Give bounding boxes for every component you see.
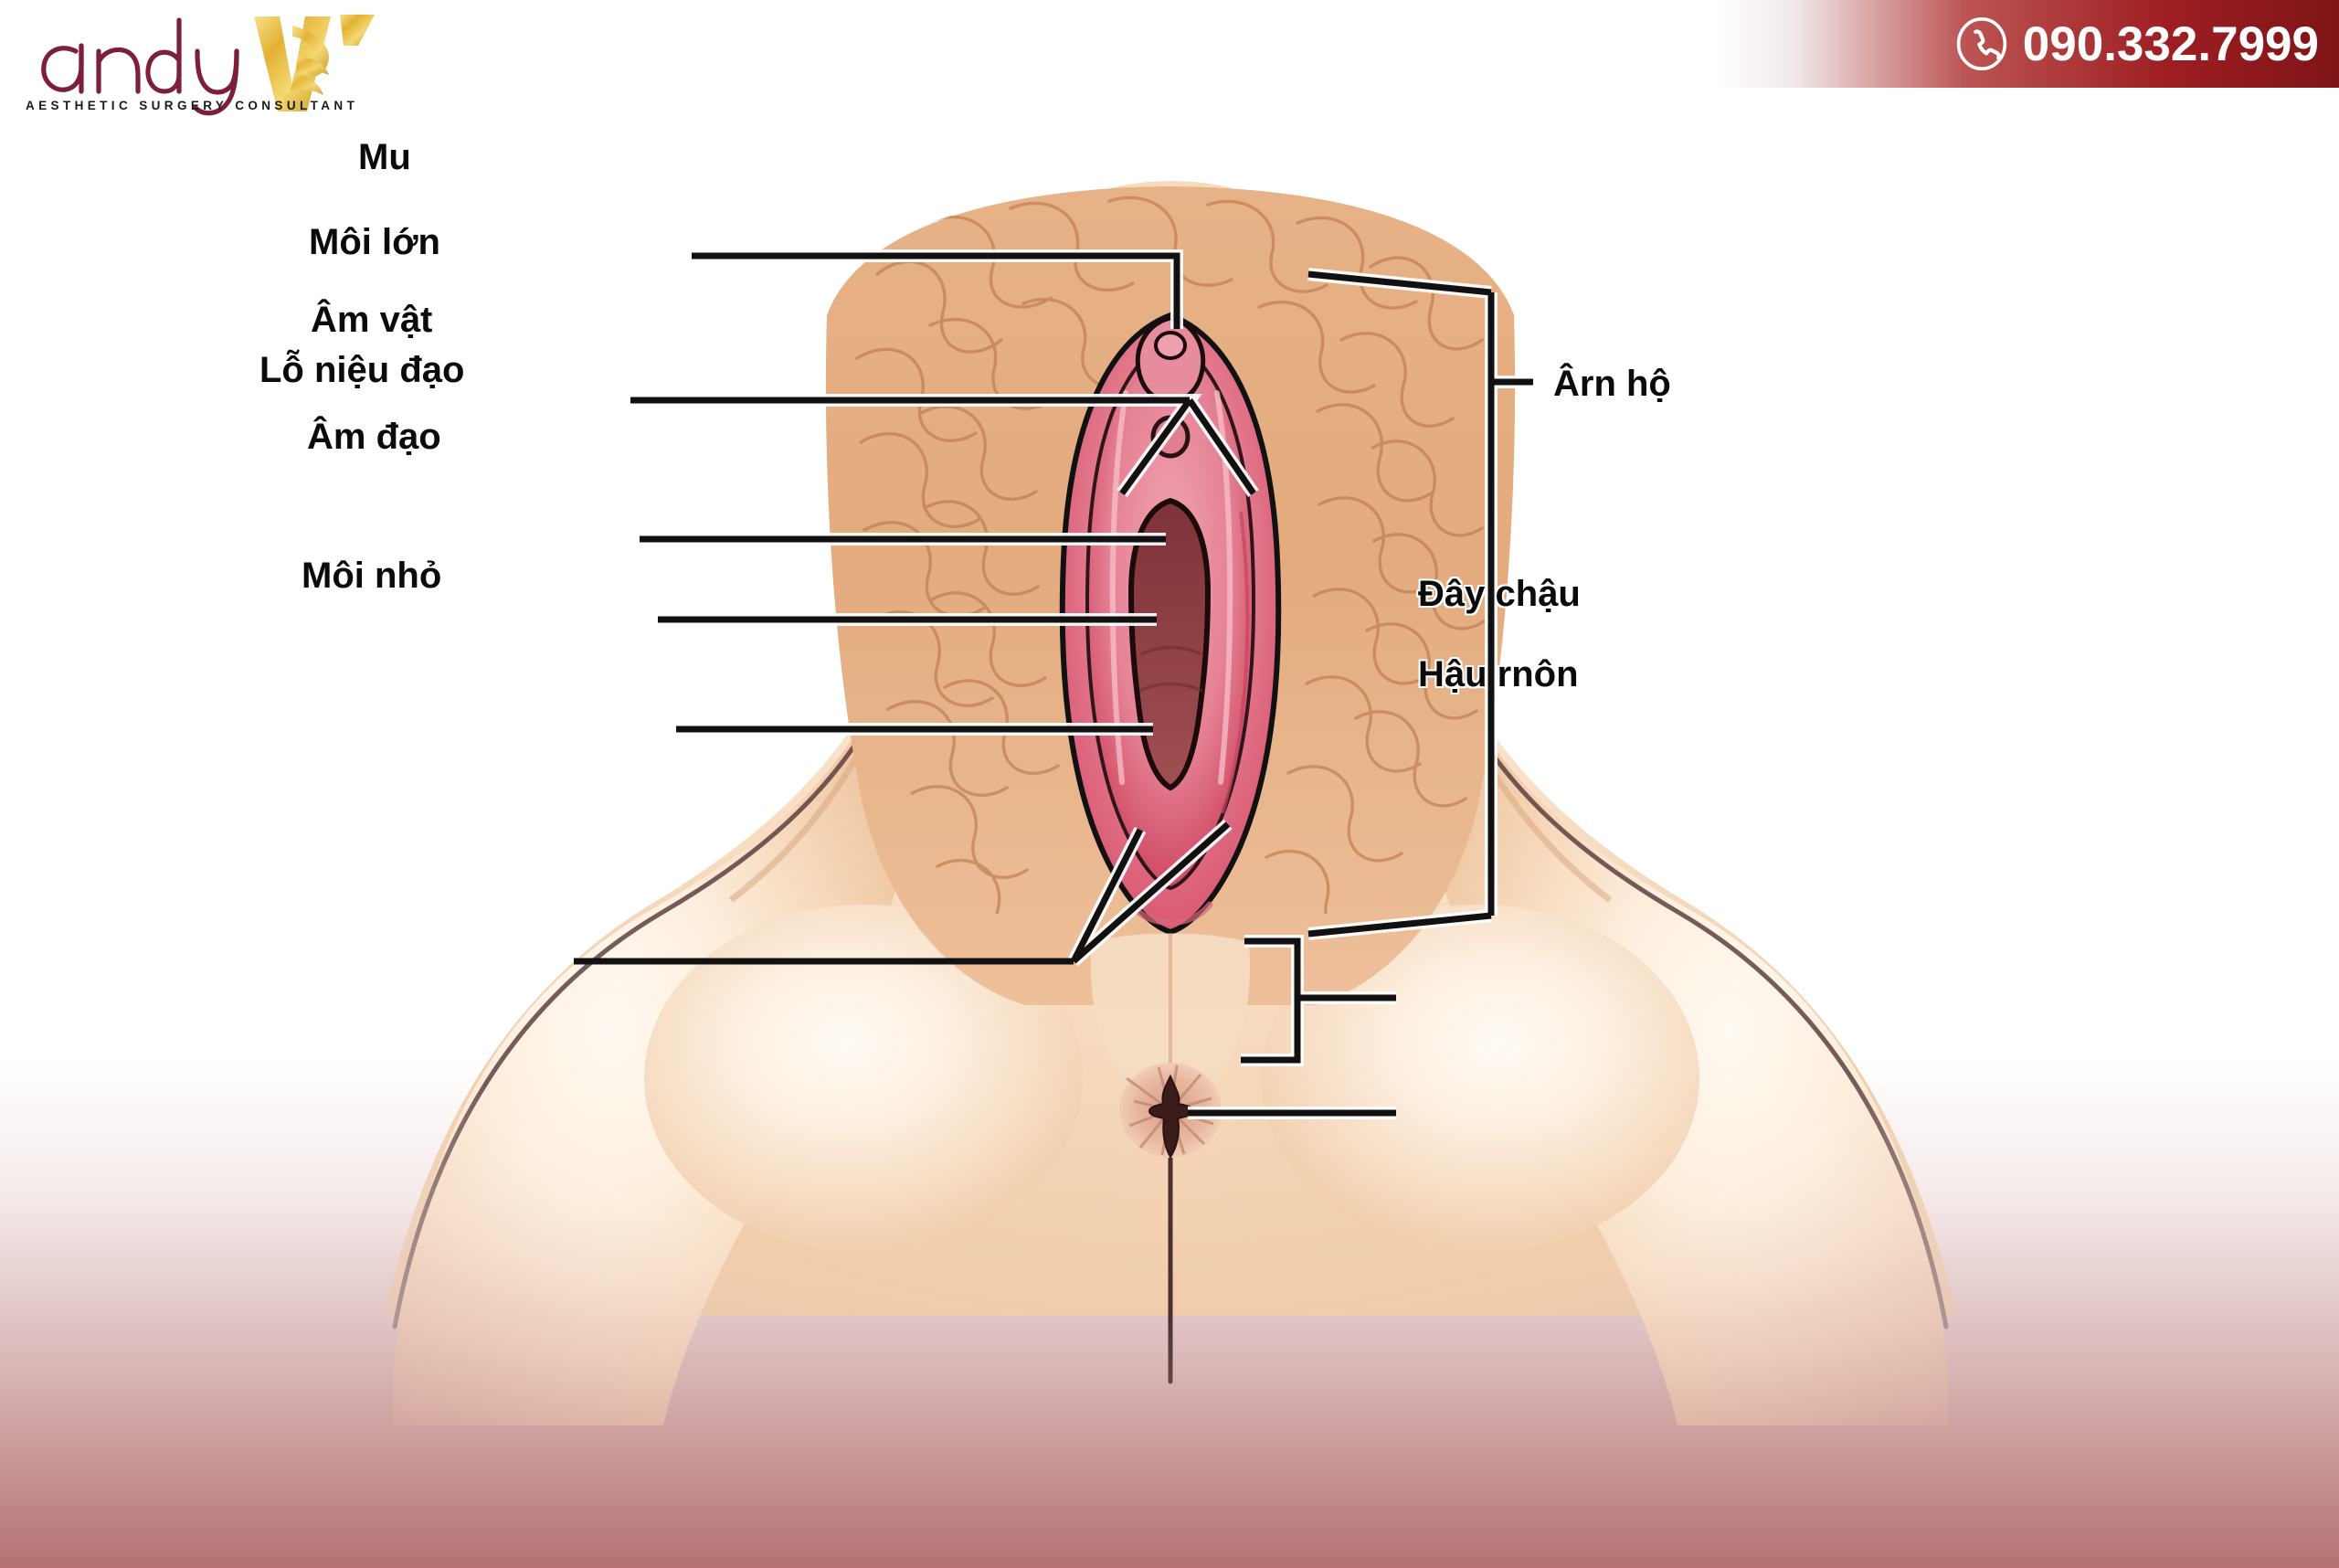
label-vulva: Ârn hộ [1553,364,1671,404]
label-labia-majora: Môi lớn [309,222,440,262]
label-clitoris: Âm vật [311,300,433,340]
leader-lines [574,249,1533,1119]
label-labia-minora: Môi nhỏ [302,556,442,596]
leader-mons-pubis [692,252,1180,329]
label-urethral-opening: Lỗ niệu đạo [259,350,465,390]
labia-minora-ridge-right [1214,390,1233,785]
logo-wordmark [41,17,239,116]
right-thigh-contour [1445,675,1949,1330]
leader-labia-minora-prong-right [1071,821,1231,964]
logo-gold-v-mark [254,15,375,111]
left-thigh-contour [392,675,896,1330]
phone-banner[interactable]: 090.332.7999 [1718,0,2339,88]
leader-vulva-bracket-bottom [1307,912,1492,938]
vaginal-rugae-2 [1138,682,1203,693]
pubic-hair-texture [855,196,1486,914]
phone-circle-icon [1956,17,2006,70]
leader-labia-majora-left [1119,397,1192,496]
label-perineum: Đây chậu [1418,574,1581,614]
labia-minora-edge-right [1221,511,1250,814]
leader-labia-majora-right [1187,398,1256,495]
vaginal-rugae-1 [1140,645,1202,656]
anus-orifice [1148,1074,1195,1159]
label-vagina: Âm đạo [307,417,441,457]
label-mons-pubis: Mu [358,137,411,177]
body-illustration-group [384,181,1957,1425]
brand-logo[interactable]: AESTHETIC SURGERY CONSULTANT [18,9,448,123]
label-anus: Hậu rnôn [1418,654,1579,694]
phone-number-text[interactable]: 090.332.7999 [2022,16,2319,71]
leader-labia-minora-prong-left [1070,828,1144,963]
logo-tagline: AESTHETIC SURGERY CONSULTANT [26,99,359,112]
clitoris-glans [1154,331,1187,360]
left-buttock-highlight [644,905,1083,1252]
vaginal-opening [1127,497,1212,791]
leader-vulva-bracket-top [1307,270,1492,296]
